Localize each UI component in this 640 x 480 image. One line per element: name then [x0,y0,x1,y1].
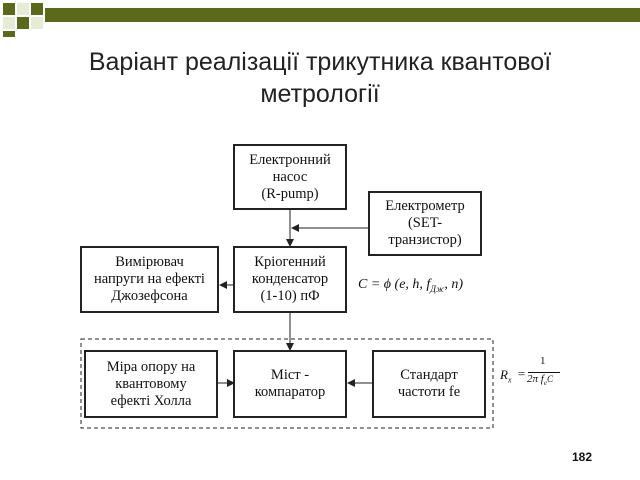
box-electrometer: Електрометр (SET- транзистор) [368,191,482,256]
formula-resistance: Rx = 1 2π feC [500,355,580,395]
box-josephson-voltmeter-label: Вимірювач напруги на ефекті Джозефсона [94,254,205,304]
box-frequency-standard: Стандарт частоти fe [372,350,486,418]
slide-number: 182 [572,450,593,464]
formula-c-rhs: , n) [444,277,464,292]
box-bridge-comparator-label: Міст - компаратор [254,367,326,400]
box-electron-pump: Електронний насос (R-pump) [233,144,347,210]
box-hall-resistance: Міра опору на квантовому ефекті Холла [84,350,218,418]
slide-title-text: Варіант реалізації трикутника квантової … [88,48,552,108]
box-electron-pump-label: Електронний насос (R-pump) [249,151,331,202]
formula-r-eq: = [517,366,526,381]
formula-r-lhs-text: R [500,367,508,382]
formula-r-den-sub: e [543,379,547,388]
corner-decoration [0,0,640,40]
corner-squares-graphic [3,3,640,37]
formula-r-numerator: 1 [540,355,546,367]
formula-c-sub: Дж [430,283,445,294]
formula-r-lhs-sub: x [507,375,512,385]
formula-capacitance: C = ϕ (e, h, fДж, n) [358,277,463,294]
box-hall-resistance-label: Міра опору на квантовому ефекті Холла [106,358,196,409]
box-cryogenic-capacitor: Кріогенний конденсатор (1-10) пФ [233,246,347,313]
slide-title: Варіант реалізації трикутника квантової … [20,46,620,110]
box-josephson-voltmeter: Вимірювач напруги на ефекті Джозефсона [80,246,219,313]
formula-c-lhs: C = ϕ (e, h, f [358,277,431,292]
box-electrometer-label: Електрометр (SET- транзистор) [385,198,465,248]
formula-r-denominator: 2π feC [527,373,553,387]
box-cryogenic-capacitor-label: Кріогенний конденсатор (1-10) пФ [251,254,329,304]
formula-r-den-tail: C [546,374,553,384]
dashed-group-frame [80,338,494,429]
formula-r-fraction-bar [528,372,560,373]
box-frequency-standard-label: Стандарт частоти fe [397,367,461,400]
formula-r-lhs: Rx [500,367,512,385]
formula-r-den-text: 2π f [527,373,544,385]
box-bridge-comparator: Міст - компаратор [233,350,347,418]
